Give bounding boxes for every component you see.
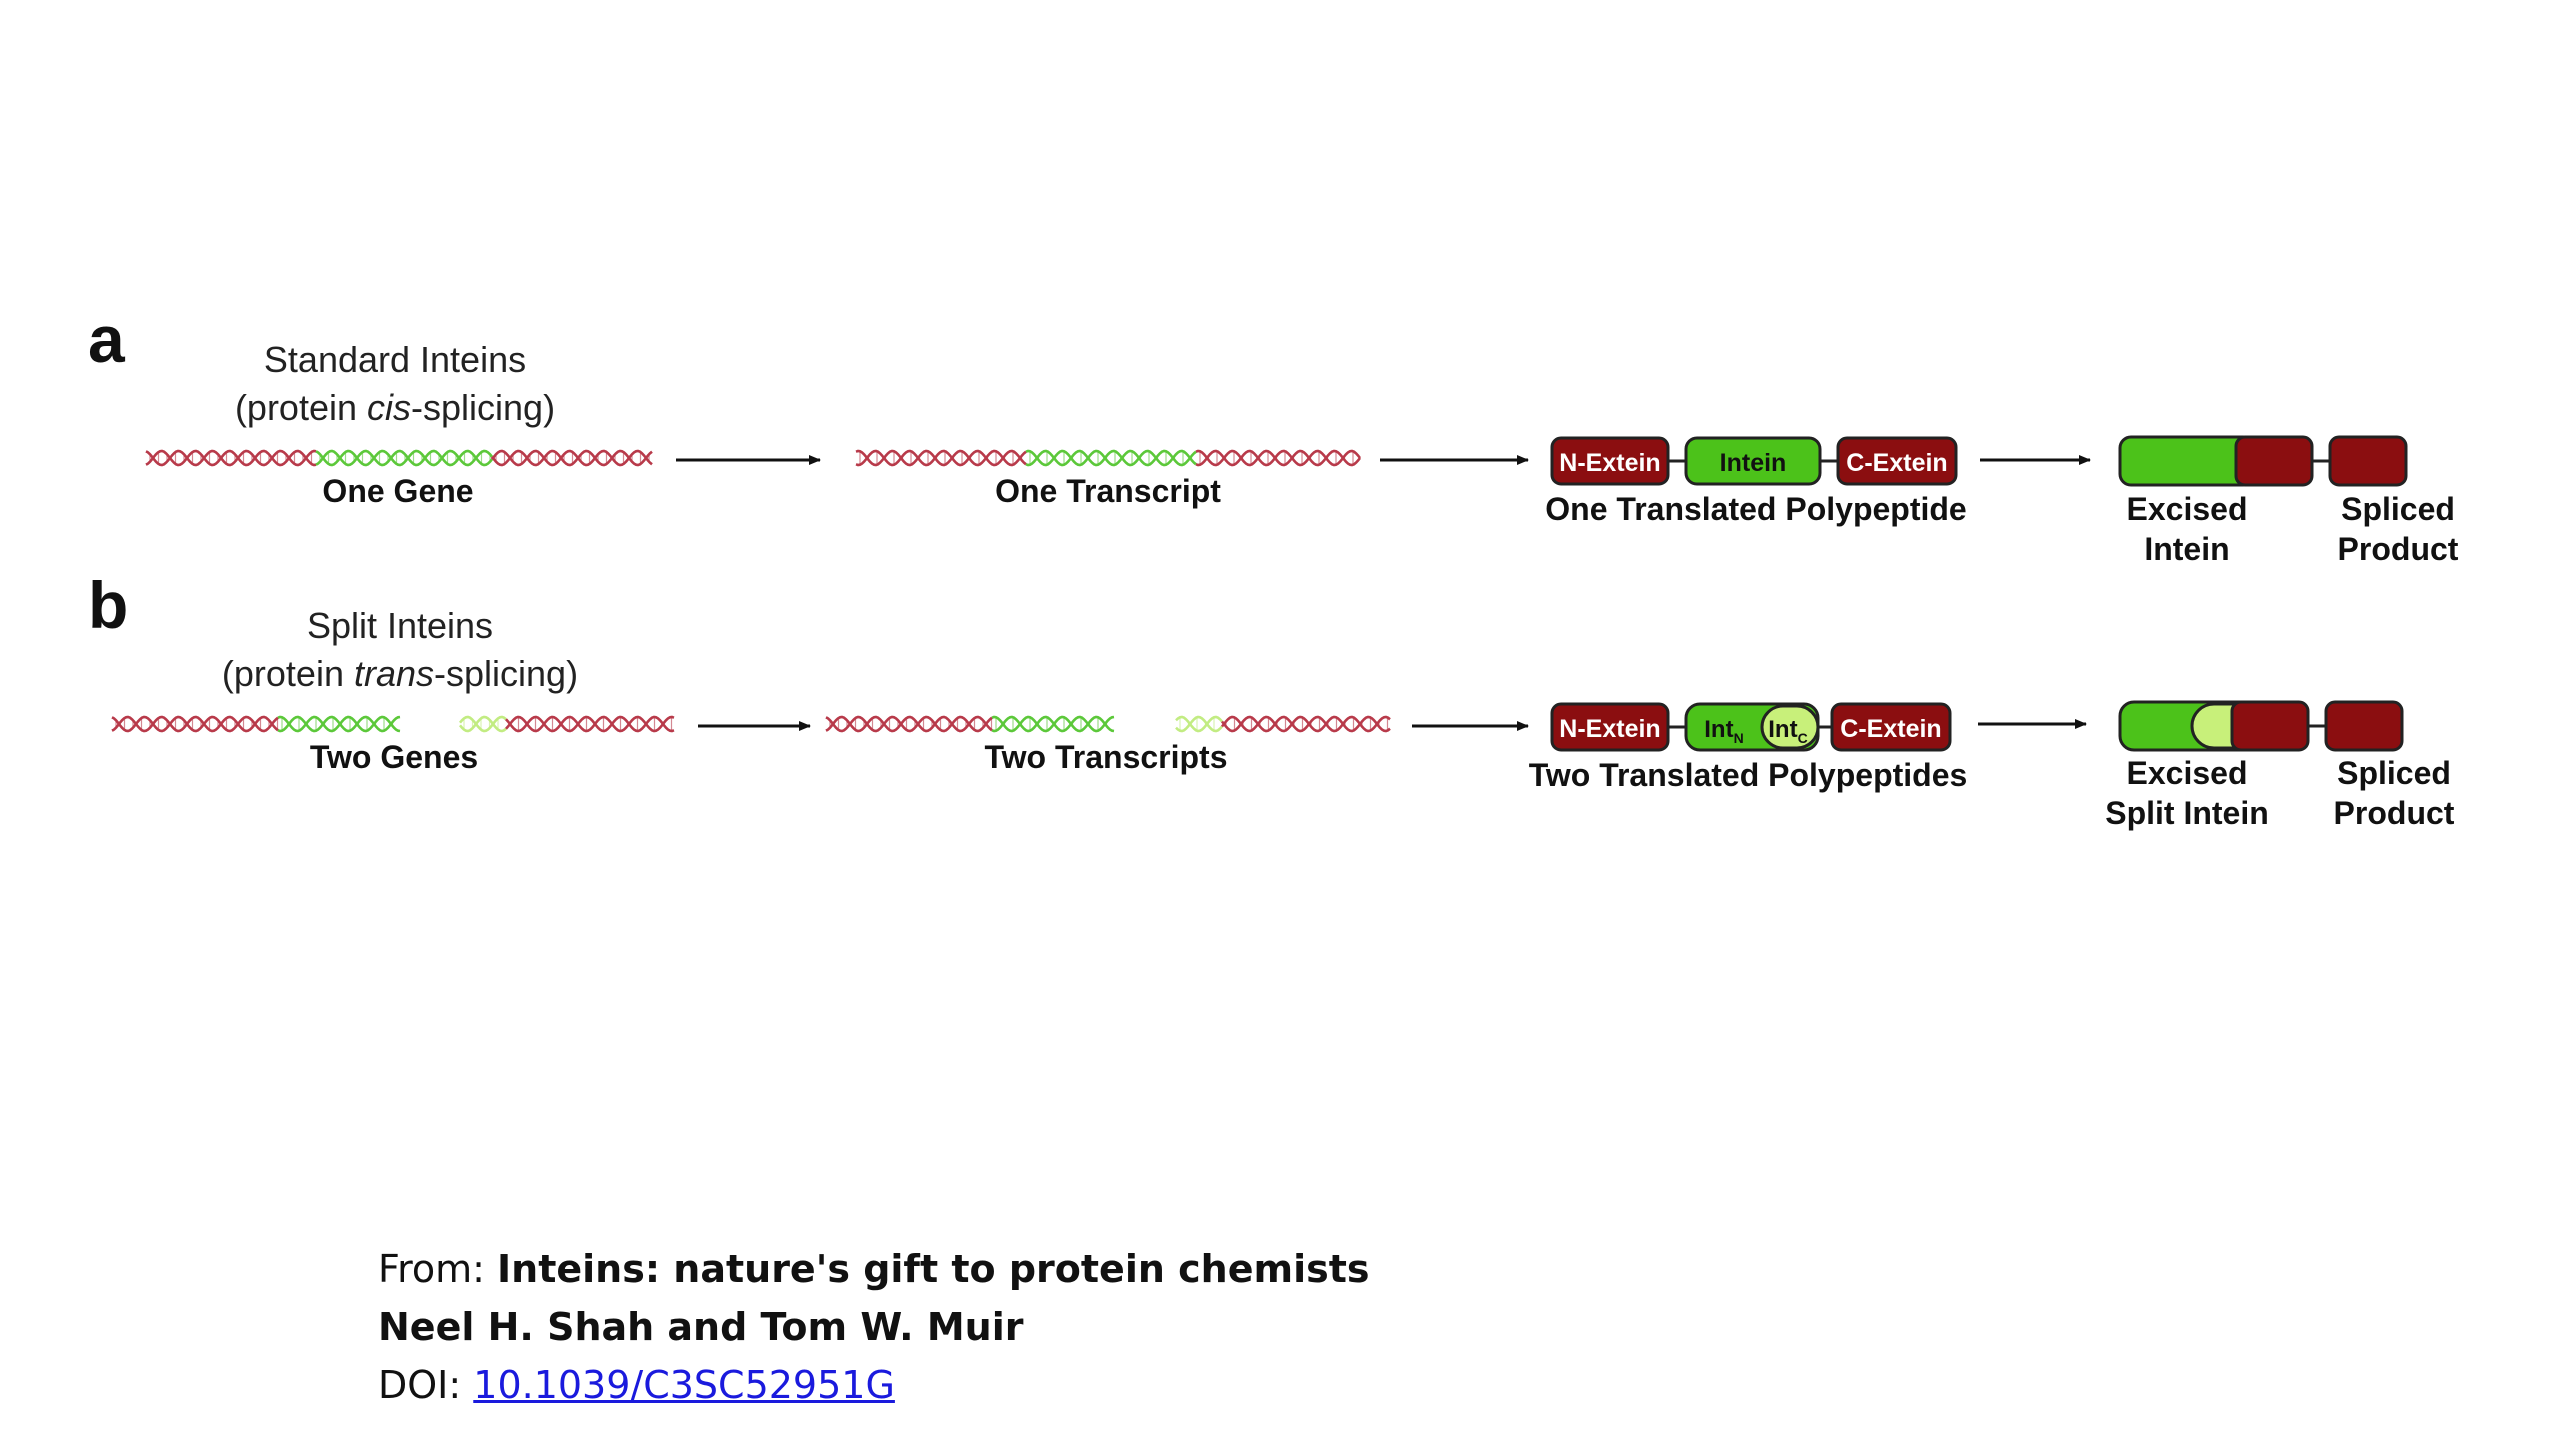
helix-strand bbox=[145, 449, 317, 467]
spliced-product-b-label-2: Product bbox=[2334, 795, 2455, 831]
helix-strand bbox=[459, 715, 507, 733]
citation-doi-line: DOI: 10.1039/C3SC52951G bbox=[378, 1363, 895, 1407]
helix-strand bbox=[459, 715, 507, 733]
helix-strand bbox=[277, 715, 401, 733]
spliced-product-b bbox=[2230, 700, 2404, 752]
panel-a-gene-dna bbox=[145, 449, 653, 467]
panel-b-title: Split Inteins bbox=[307, 605, 493, 646]
panel-b-transcript-label: Two Transcripts bbox=[984, 739, 1227, 775]
helix-strand bbox=[490, 449, 653, 467]
panel-a-transcript-rna bbox=[855, 449, 1362, 467]
helix-strand bbox=[505, 715, 675, 733]
helix-strand bbox=[277, 715, 401, 733]
intein-label: Intein bbox=[1720, 449, 1787, 477]
n-extein-block bbox=[1550, 436, 1670, 486]
panel-a-gene-label: One Gene bbox=[322, 473, 473, 509]
c-extein-label: C-Extein bbox=[1846, 449, 1947, 477]
panel-b-gene-dna-1 bbox=[111, 715, 401, 733]
helix-strand bbox=[145, 449, 317, 467]
intein-block bbox=[1684, 436, 1822, 486]
citation-authors-line: Neel H. Shah and Tom W. Muir bbox=[378, 1298, 1370, 1356]
excised-intein-label-2: Intein bbox=[2144, 531, 2229, 567]
authors: Neel H. Shah and Tom W. Muir bbox=[378, 1305, 1024, 1349]
panel-b-polypeptides: N-Extein IntN IntC C-Extein bbox=[1550, 702, 1952, 752]
panel-a-letter: a bbox=[88, 302, 126, 376]
c-extein-block-b bbox=[1830, 702, 1952, 752]
helix-strand bbox=[490, 449, 653, 467]
excised-split-intein-label-2: Split Intein bbox=[2105, 795, 2269, 831]
citation: From: Inteins: nature's gift to protein … bbox=[378, 1240, 1370, 1414]
excised-intein-block bbox=[2118, 435, 2256, 487]
helix-strand bbox=[1175, 715, 1223, 733]
panel-a-polypeptide: N-Extein Intein C-Extein bbox=[1550, 436, 1958, 486]
helix-strand bbox=[991, 715, 1115, 733]
helix-strand bbox=[855, 449, 1027, 467]
helix-strand bbox=[991, 715, 1115, 733]
doi-link[interactable]: 10.1039/C3SC52951G bbox=[473, 1363, 895, 1407]
panel-b-transcript-rna-2 bbox=[1175, 715, 1391, 733]
panel-b-polypeptide-label: Two Translated Polypeptides bbox=[1529, 757, 1968, 793]
spliced-product-label-1: Spliced bbox=[2341, 491, 2455, 527]
panel-b-letter: b bbox=[88, 568, 128, 642]
int-c-label: IntC bbox=[1768, 716, 1807, 746]
spliced-product-b-label-1: Spliced bbox=[2337, 755, 2451, 791]
helix-strand bbox=[111, 715, 279, 733]
int-c-block bbox=[1760, 704, 1820, 750]
c-extein-block bbox=[1836, 436, 1958, 486]
excised-intein-label-1: Excised bbox=[2127, 491, 2248, 527]
c-extein-label-b: C-Extein bbox=[1840, 715, 1941, 743]
helix-strand bbox=[1195, 449, 1362, 467]
spliced-product-a bbox=[2234, 435, 2408, 487]
panel-a-subtitle: (protein cis-splicing) bbox=[235, 387, 555, 428]
helix-strand bbox=[1025, 449, 1197, 467]
helix-strand bbox=[111, 715, 279, 733]
panel-b-gene-dna-2 bbox=[459, 715, 675, 733]
panel-a: a Standard Inteins (protein cis-splicing… bbox=[88, 302, 2459, 567]
int-n-label: IntN bbox=[1704, 716, 1743, 746]
panel-b-subtitle: (protein trans-splicing) bbox=[222, 653, 578, 694]
paper-title: Inteins: nature's gift to protein chemis… bbox=[497, 1247, 1370, 1291]
panel-a-title: Standard Inteins bbox=[264, 339, 526, 380]
panel-a-polypeptide-label: One Translated Polypeptide bbox=[1545, 491, 1966, 527]
panel-b-transcript-rna-1 bbox=[825, 715, 1115, 733]
excised-split-intein-label-1: Excised bbox=[2127, 755, 2248, 791]
panel-a-transcript-label: One Transcript bbox=[995, 473, 1221, 509]
citation-source-line: From: Inteins: nature's gift to protein … bbox=[378, 1247, 1370, 1291]
helix-strand bbox=[825, 715, 993, 733]
n-extein-label-b: N-Extein bbox=[1559, 715, 1660, 743]
panel-b-gene-label: Two Genes bbox=[310, 739, 478, 775]
helix-strand bbox=[825, 715, 993, 733]
panel-b: b Split Inteins (protein trans-splicing)… bbox=[88, 568, 2455, 831]
spliced-product-label-2: Product bbox=[2338, 531, 2459, 567]
helix-strand bbox=[1175, 715, 1223, 733]
n-extein-label: N-Extein bbox=[1559, 449, 1660, 477]
n-extein-block-b bbox=[1550, 702, 1670, 752]
